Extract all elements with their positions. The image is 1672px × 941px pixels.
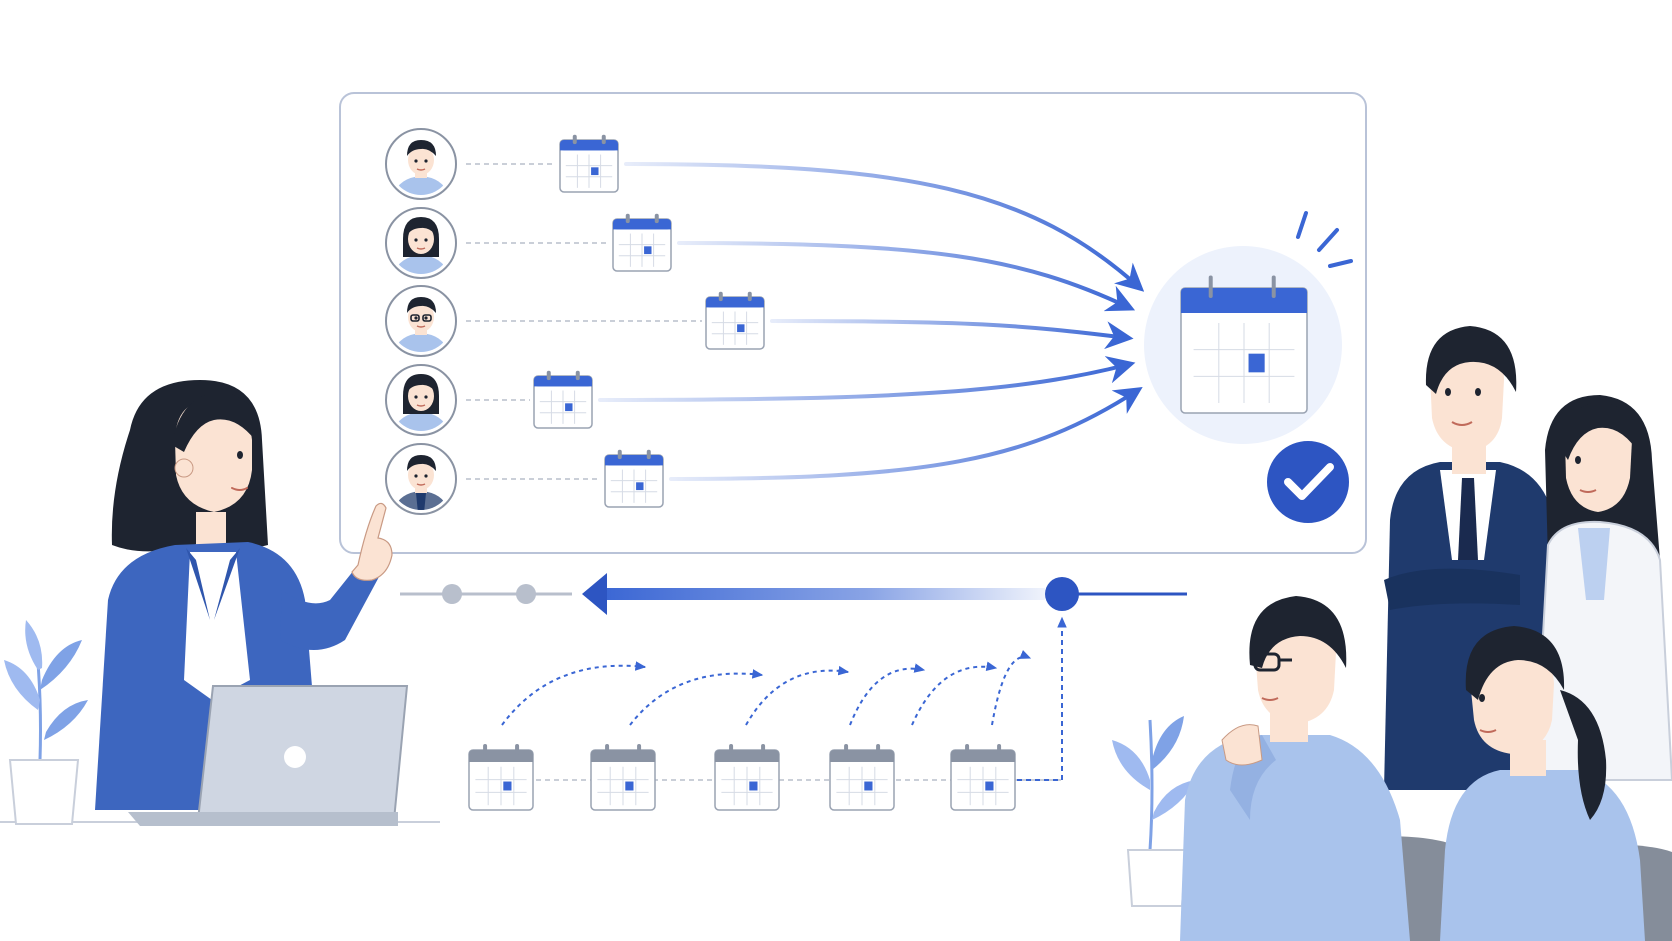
check-badge [1263, 437, 1353, 527]
participant-3-avatar [385, 285, 457, 357]
target-calendar [1144, 211, 1353, 527]
participant-5-avatar [385, 443, 457, 515]
participant-2-avatar [385, 207, 457, 279]
attempt-arc [745, 665, 850, 726]
participant-4-calendar [533, 370, 593, 429]
flow-arrow [598, 356, 1136, 402]
audience-woman-ponytail [1440, 626, 1645, 941]
participant-5-calendar [604, 449, 664, 508]
presenter-woman [0, 380, 440, 826]
attempt-calendar [590, 744, 656, 811]
flow-arrows [598, 162, 1145, 481]
attempt-calendars [468, 616, 1067, 811]
timeline-back-arrow [400, 573, 1187, 615]
participant-3-calendar [705, 291, 765, 350]
connector-up [1017, 616, 1067, 781]
attempt-arc [629, 669, 764, 726]
attempt-calendar [468, 744, 534, 811]
attempt-calendar [714, 744, 780, 811]
attempt-arc [849, 663, 926, 726]
flow-arrow [624, 162, 1145, 292]
arrow-left-icon [582, 573, 607, 615]
flow-arrow [677, 241, 1136, 312]
participant-1-calendar [559, 134, 619, 193]
attempt-arc [991, 649, 1032, 726]
calendar-icon [1180, 275, 1308, 414]
participant-list [385, 128, 765, 515]
attempt-calendar [829, 744, 895, 811]
calendar-icon [1180, 275, 1308, 414]
attempt-arc [501, 661, 647, 726]
participant-2-calendar [612, 213, 672, 272]
check-icon [1284, 463, 1334, 500]
attempt-arcs [501, 649, 1032, 726]
participant-1-avatar [385, 128, 457, 200]
participant-4-avatar [385, 364, 457, 436]
attempt-calendar [950, 744, 1016, 811]
attempt-arc [911, 661, 998, 726]
laptop-icon [128, 685, 409, 826]
plant-icon [1112, 716, 1196, 907]
sparkle-lines [1296, 211, 1353, 268]
flow-arrow [770, 319, 1134, 350]
plant-icon [4, 620, 88, 825]
audience-man-glasses [1180, 596, 1410, 941]
audience-woman-white-blazer [1533, 395, 1672, 781]
flow-arrow [669, 386, 1143, 481]
